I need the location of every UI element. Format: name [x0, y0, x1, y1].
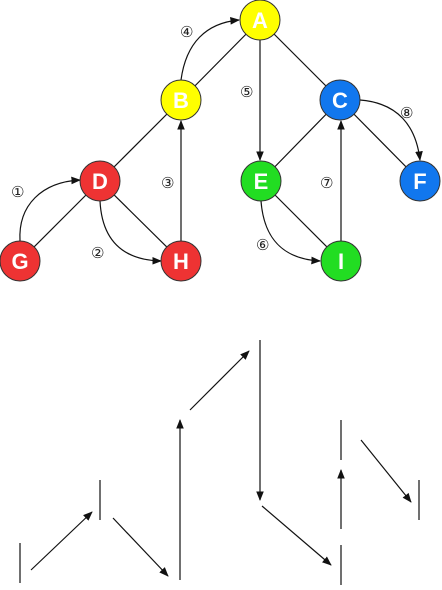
traversal-trace [19, 340, 420, 585]
node-b-label: B [173, 88, 189, 113]
node-f-circle [399, 160, 441, 202]
step-label-4: ④ [180, 23, 193, 41]
thread-arrow-4 [180, 16, 240, 81]
thread-arrow-6 [260, 200, 321, 265]
step-label-7: ⑦ [320, 174, 333, 192]
thread-arrow-2 [99, 200, 162, 265]
tree-nodes: A B C D E F G H [0, 0, 441, 282]
node-d-circle [79, 160, 121, 202]
node-e-label: E [254, 169, 269, 194]
step-label-5: ⑤ [240, 83, 253, 101]
node-a-label: A [252, 8, 268, 33]
tree-edges [19, 19, 421, 262]
node-c: C [319, 79, 361, 121]
node-c-label: C [332, 88, 348, 113]
thread-arrows [19, 16, 423, 265]
node-b-circle [160, 79, 202, 121]
step-label-2: ② [91, 244, 104, 262]
trace-arrow-b-a [189, 350, 250, 411]
trace-arrow-g-d [30, 511, 93, 571]
node-h: H [160, 240, 202, 282]
node-e: E [240, 160, 282, 202]
thread-arrow-8 [359, 99, 423, 161]
node-g-circle [0, 240, 41, 282]
node-d-label: D [92, 169, 108, 194]
trace-arrow-e-i [261, 505, 332, 566]
node-h-label: H [173, 249, 189, 274]
node-i: I [320, 240, 362, 282]
node-g-label: G [11, 249, 28, 274]
node-b: B [160, 79, 202, 121]
step-label-3: ③ [161, 174, 174, 192]
node-g: G [0, 240, 41, 282]
node-f: F [399, 160, 441, 202]
step-labels: ① ② ③ ④ ⑤ ⑥ ⑦ ⑧ [11, 23, 413, 262]
thread-arrow-1 [19, 176, 81, 242]
step-label-1: ① [11, 183, 24, 201]
trace-arrow-c-f [360, 439, 412, 503]
node-e-circle [240, 160, 282, 202]
trace-arrow-d-h [112, 517, 169, 577]
node-a: A [239, 0, 281, 41]
node-d: D [79, 160, 121, 202]
step-label-6: ⑥ [256, 236, 269, 254]
node-i-circle [320, 240, 362, 282]
node-c-circle [319, 79, 361, 121]
node-a-circle [239, 0, 281, 41]
node-i-label: I [338, 249, 344, 274]
step-label-8: ⑧ [400, 104, 413, 122]
node-h-circle [160, 240, 202, 282]
node-f-label: F [413, 169, 426, 194]
